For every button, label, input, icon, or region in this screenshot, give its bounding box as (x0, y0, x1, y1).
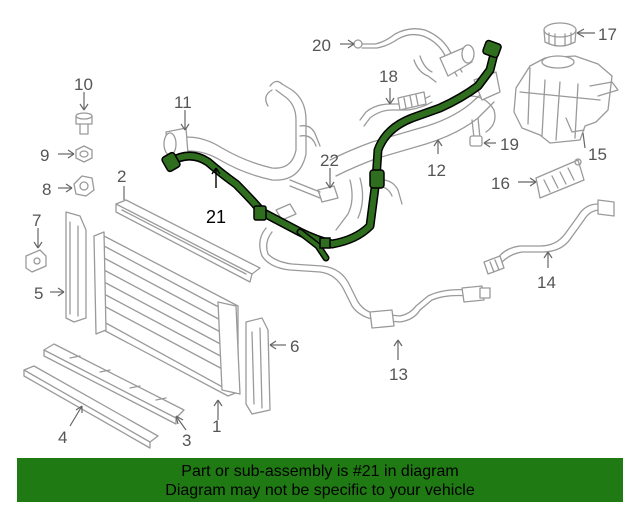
part-1-radiator (93, 231, 241, 397)
callout-21: 21 (206, 207, 226, 227)
callout-20: 20 (312, 36, 331, 55)
part-19-fitting (469, 117, 483, 147)
part-13-pipe (259, 203, 491, 329)
callout-2: 2 (117, 167, 126, 186)
callout-17: 17 (598, 25, 617, 44)
part-4-lower-rail (23, 365, 159, 449)
callout-14: 14 (537, 273, 556, 292)
part-3-lower-support (43, 343, 185, 425)
notice-line-2: Diagram may not be specific to your vehi… (165, 482, 475, 499)
part-9-nut (75, 145, 93, 163)
callout-22: 22 (320, 151, 339, 170)
callout-16: 16 (491, 174, 510, 193)
callout-3: 3 (182, 431, 191, 450)
part-22-connector (289, 179, 403, 205)
callout-19: 19 (500, 135, 519, 154)
part-5-side-panel (65, 211, 87, 323)
leader-3 (175, 415, 187, 431)
callout-4: 4 (58, 428, 67, 447)
callout-13: 13 (389, 365, 408, 384)
part-17-cap (543, 22, 577, 47)
part-18-hose (359, 91, 433, 127)
part-2-condenser (115, 199, 261, 283)
callout-12: 12 (427, 161, 446, 180)
part-7-bracket (25, 249, 47, 273)
callout-9: 9 (40, 146, 49, 165)
part-21-hose-highlighted (161, 39, 502, 262)
part-14-hose (483, 199, 615, 275)
callout-1: 1 (212, 417, 221, 436)
notice-banner: Part or sub-assembly is #21 in diagram D… (17, 458, 623, 502)
callout-7: 7 (32, 211, 41, 230)
callout-5: 5 (34, 284, 43, 303)
part-16-bracket (535, 158, 585, 199)
part-15-expansion-tank (513, 55, 619, 144)
callout-11: 11 (174, 93, 192, 112)
callout-18: 18 (379, 67, 398, 86)
part-10-bolt (75, 112, 93, 135)
part-8-grommet (73, 175, 95, 197)
notice-line-1: Part or sub-assembly is #21 in diagram (181, 463, 459, 480)
part-20-hose (353, 28, 475, 83)
leader-4 (69, 405, 83, 427)
part-11-hose (163, 80, 321, 181)
callout-6: 6 (290, 337, 299, 356)
callout-8: 8 (42, 180, 51, 199)
callout-10: 10 (74, 75, 93, 94)
leader-15 (582, 132, 586, 149)
part-6-side-bracket (245, 317, 271, 415)
callout-15: 15 (588, 145, 607, 164)
